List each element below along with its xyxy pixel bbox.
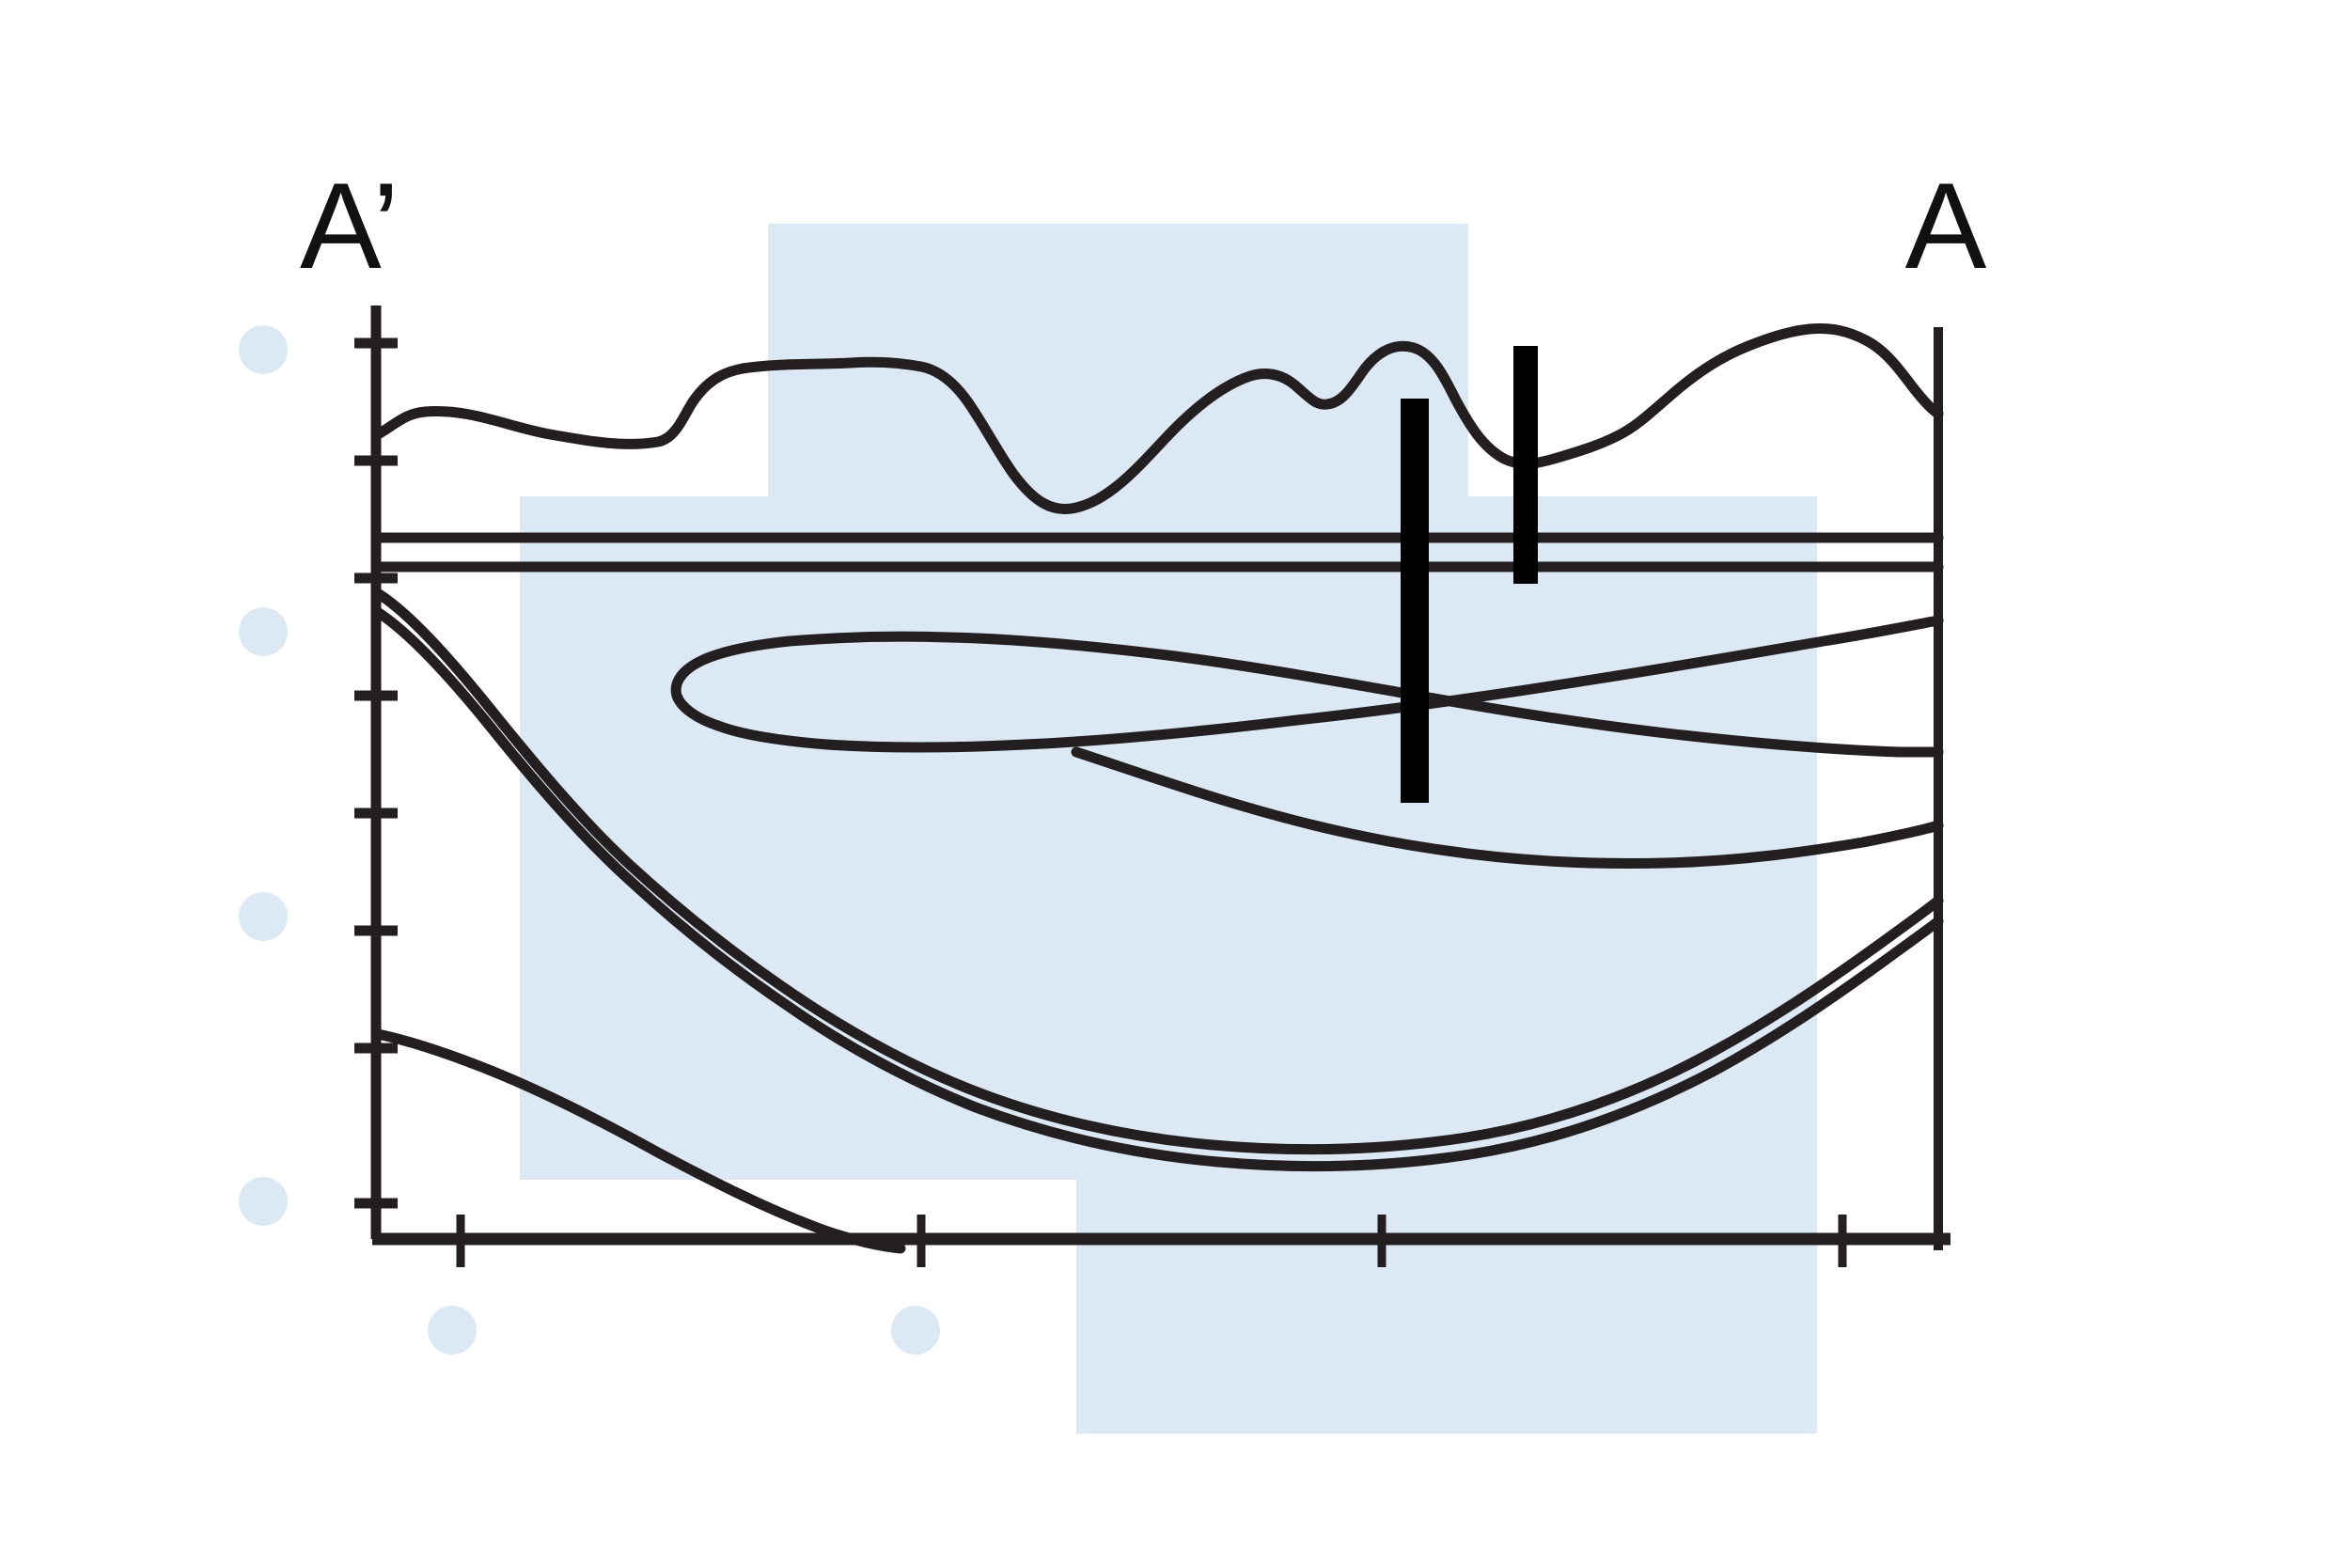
bullet-dot	[239, 607, 288, 656]
highlight-regions	[520, 224, 1817, 1434]
bullet-dot	[239, 1177, 288, 1226]
left-depth-axis	[354, 306, 398, 1239]
bullet-markers	[239, 325, 940, 1355]
bullet-dot	[239, 325, 288, 374]
unit-base-contact	[370, 605, 1944, 1172]
mid-syncline-contact	[1071, 746, 1944, 869]
bottom-distance-axis	[372, 1215, 1950, 1267]
highlight-lower-block	[1076, 761, 1817, 1434]
well-markers	[1401, 346, 1538, 803]
bullet-dot	[891, 1306, 940, 1355]
section-label-left: A’	[300, 157, 400, 294]
bullet-dot	[428, 1306, 477, 1355]
topography-surface-line	[372, 323, 1944, 514]
fold-nose-upper-contact	[670, 615, 1944, 758]
section-label-right: A	[1905, 157, 1987, 294]
horizon-lines	[370, 323, 1944, 1254]
bullet-dot	[239, 892, 288, 941]
well-marker-2	[1513, 346, 1538, 584]
well-marker-1	[1401, 399, 1429, 803]
unit-top-contact	[370, 587, 1944, 1155]
